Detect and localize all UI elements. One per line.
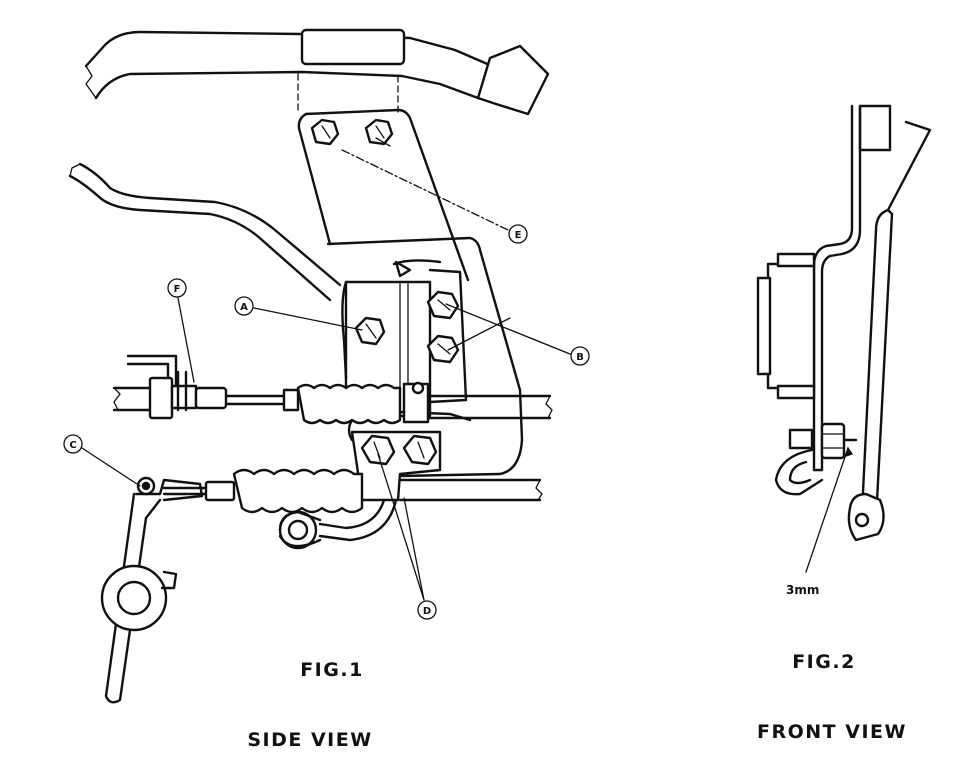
- bolt-e-right: [364, 118, 394, 146]
- callout-a-label: A: [240, 302, 248, 313]
- cable-lug: [278, 498, 398, 550]
- lower-cable-assembly: [162, 468, 543, 514]
- callout-b: B: [570, 346, 590, 366]
- bolt-b-upper: [426, 290, 460, 320]
- callout-a: A: [234, 296, 254, 316]
- fig2-view-label: FRONT VIEW: [757, 721, 907, 743]
- callout-f: F: [167, 278, 187, 298]
- grip-block: [824, 104, 892, 258]
- bolt-e-left: [310, 118, 340, 146]
- bolt-a: [354, 316, 386, 346]
- handle-bar: [84, 28, 550, 116]
- lever-arm: [68, 162, 342, 302]
- upper-cable-assembly: [112, 354, 553, 425]
- lever-blade: [847, 120, 932, 542]
- lower-bracket: [350, 430, 442, 502]
- callout-d: D: [417, 600, 437, 620]
- fig2-caption: FIG.2: [792, 651, 856, 673]
- fig1-caption: FIG.1: [300, 659, 364, 681]
- fig1-view-label: SIDE VIEW: [247, 729, 372, 751]
- callout-f-label: F: [174, 284, 181, 295]
- callout-c: C: [63, 434, 83, 454]
- switch-housing: [756, 252, 816, 400]
- bolt-d-right: [402, 434, 438, 466]
- callout-e: E: [508, 224, 528, 244]
- callout-d-label: D: [423, 606, 431, 617]
- fig2-front-view: 3mm FIG.2 FRONT VIEW: [756, 104, 932, 743]
- throttle-lever: [100, 476, 204, 704]
- callout-c-label: C: [69, 440, 76, 451]
- upper-bracket: [297, 108, 470, 282]
- callout-b-label: B: [576, 352, 584, 363]
- bolt-b-lower: [426, 334, 460, 364]
- gap-dimension-label: 3mm: [786, 583, 819, 597]
- leader-lines: [81, 137, 571, 601]
- gap-dimension: 3mm: [786, 446, 854, 597]
- callout-e-label: E: [515, 230, 522, 241]
- bolt-d-left: [360, 434, 396, 466]
- fastener: [774, 422, 858, 496]
- fig1-side-view: E A B F C D FIG.1 SIDE VIEW: [63, 28, 590, 751]
